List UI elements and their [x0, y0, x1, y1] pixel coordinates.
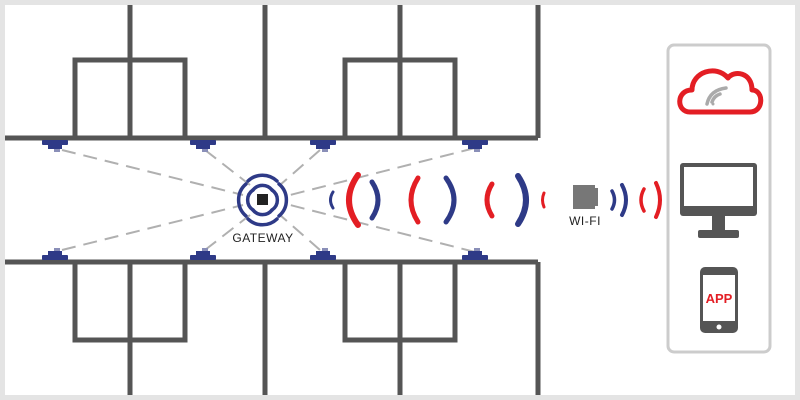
gateway-icon: [236, 173, 289, 227]
sensors: [42, 140, 488, 260]
ceiling-sensor-icon: [310, 248, 336, 260]
monitor-icon: [680, 163, 757, 238]
gateway-core: [257, 194, 268, 205]
smartphone-icon: [700, 267, 738, 333]
ceiling-sensor-icon: [462, 248, 488, 260]
app-label: APP: [706, 291, 733, 306]
cloud-icon: [677, 68, 764, 115]
gateway-label: GATEWAY: [232, 231, 293, 245]
wifi-router-icon: [573, 185, 598, 209]
room-box-bottom-right: [342, 262, 458, 343]
room-box-bottom-left: [72, 262, 188, 343]
room-box-top-left: [72, 57, 188, 138]
ceiling-sensor-icon: [462, 140, 488, 152]
signal-waves-wifi: [610, 181, 662, 219]
ceiling-sensor-icon: [310, 140, 336, 152]
wifi-signal-icon: [705, 86, 728, 106]
signal-waves: [329, 172, 546, 228]
room-box-top-right: [342, 57, 458, 138]
ceiling-sensor-icon: [190, 140, 216, 152]
ceiling-sensor-icon: [42, 140, 68, 152]
ceiling-sensor-icon: [42, 248, 68, 260]
floor-plan: [5, 5, 541, 395]
wifi-label: WI-FI: [569, 214, 601, 228]
sensor-links: [61, 147, 476, 253]
ceiling-sensor-icon: [190, 248, 216, 260]
